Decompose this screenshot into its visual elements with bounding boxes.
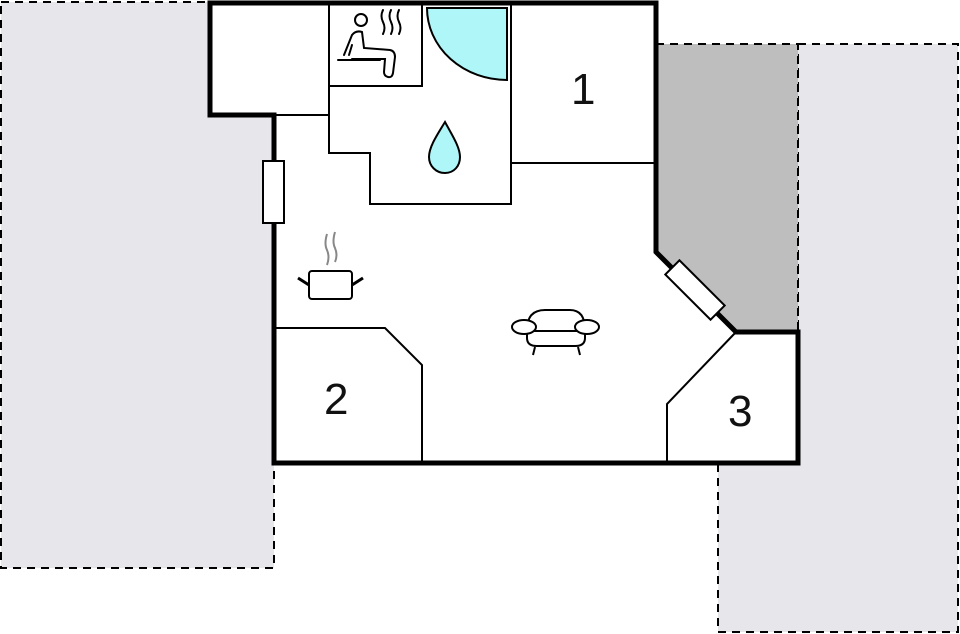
window-diagonal	[663, 258, 727, 322]
sauna-icon	[337, 9, 402, 79]
covered-terrace	[655, 43, 799, 333]
room-1-label: 1	[571, 65, 596, 114]
house-floor	[210, 3, 798, 463]
exterior-wall	[207, 0, 801, 466]
window-left	[262, 160, 285, 224]
room-3-wall	[666, 331, 737, 463]
room-3-label: 3	[728, 387, 753, 436]
sauna-wall	[328, 3, 423, 87]
cooking-pot-icon	[297, 231, 364, 300]
shower-icon	[425, 7, 508, 82]
armchair-icon	[511, 309, 600, 356]
room-2-label: 2	[324, 375, 349, 424]
room-2-wall	[274, 327, 423, 463]
water-drop-icon	[427, 119, 462, 175]
